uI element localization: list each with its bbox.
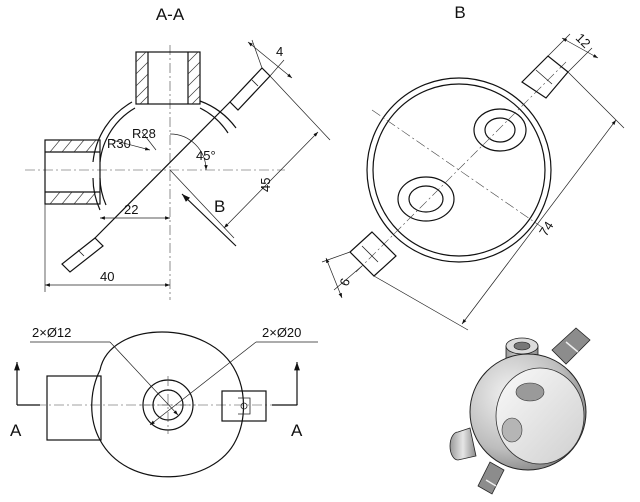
plan-right-tab-hole bbox=[240, 402, 248, 410]
label-r30: R30 bbox=[107, 136, 131, 151]
view-arrow-b bbox=[181, 193, 237, 247]
aux-view-title: B bbox=[454, 3, 465, 22]
iso-left-boss bbox=[449, 427, 477, 461]
aux-upper-tab bbox=[521, 55, 569, 99]
isometric-view bbox=[449, 327, 591, 495]
dim-74-ext-b bbox=[373, 275, 469, 331]
dim-45-label: 45 bbox=[258, 178, 273, 192]
angle-45-arc bbox=[169, 133, 208, 171]
dim-22-label: 22 bbox=[124, 202, 138, 217]
cut-label-left: A bbox=[10, 421, 22, 440]
dim-6-label: 6 bbox=[336, 276, 353, 288]
iso-inner-boss bbox=[515, 382, 545, 402]
aux-upper-tab-slot bbox=[535, 69, 553, 85]
leader-r28 bbox=[141, 131, 157, 151]
top-boss-outline bbox=[135, 51, 201, 105]
dim-6-line bbox=[325, 257, 343, 299]
view-arrow-b-label: B bbox=[214, 197, 225, 216]
dim-4-label: 4 bbox=[276, 44, 283, 59]
aux-lower-tab-slot bbox=[361, 245, 379, 263]
shell-inner-arc-right bbox=[199, 107, 229, 134]
shell-outer-arc-left bbox=[92, 101, 133, 163]
left-boss-outline bbox=[44, 139, 101, 205]
plan-left-boss bbox=[46, 375, 102, 441]
cut-label-right: A bbox=[291, 421, 303, 440]
section-view-a-a: 4 45 45° R30 R28 B 22 40 bbox=[25, 39, 331, 300]
aux-cross-centerline bbox=[371, 109, 547, 231]
plan-right-tab bbox=[221, 390, 267, 422]
dim-12-ext-b bbox=[567, 47, 593, 73]
plan-right-tab-slot bbox=[238, 397, 251, 415]
shell-inner-arc-left bbox=[99, 107, 136, 163]
aux-shell-outer bbox=[366, 77, 552, 263]
plan-view: A A 2×Ø12 2×Ø20 bbox=[10, 325, 318, 478]
dim-40-label: 40 bbox=[100, 269, 114, 284]
angle-45-label: 45° bbox=[196, 148, 216, 163]
leader-r30 bbox=[111, 139, 151, 151]
dim-12-label: 12 bbox=[573, 30, 594, 51]
aux-boss-lower bbox=[397, 176, 455, 222]
aux-view-b: 12 74 6 bbox=[321, 30, 625, 331]
top-boss-hatch-left bbox=[135, 51, 149, 105]
upper-tab-slot bbox=[251, 79, 259, 87]
iso-lower-tab bbox=[477, 461, 505, 495]
label-r28: R28 bbox=[132, 126, 156, 141]
label-2x-d20: 2×Ø20 bbox=[262, 325, 301, 340]
aux-boss-upper bbox=[473, 108, 527, 152]
aux-diagonal-centerline bbox=[355, 61, 567, 273]
left-boss-hatch bbox=[49, 139, 97, 205]
shell-inner-arc-lower bbox=[99, 177, 107, 206]
dim-12-line bbox=[561, 37, 599, 59]
iso-top-boss-bore bbox=[513, 341, 531, 351]
inclined-face-line bbox=[94, 101, 231, 239]
iso-shell-interior bbox=[495, 367, 585, 465]
lower-tab bbox=[61, 237, 104, 273]
dim-45-ext-b bbox=[169, 169, 235, 239]
lower-tab-slot bbox=[77, 249, 85, 257]
iso-inner-bore bbox=[501, 417, 523, 443]
aux-lower-tab bbox=[349, 231, 397, 277]
dim-45-ext-a bbox=[269, 75, 331, 141]
dim-4-line bbox=[247, 41, 293, 79]
aux-boss-lower-bore bbox=[408, 185, 444, 213]
dim-6-ext-a bbox=[321, 251, 351, 263]
dim-74-label: 74 bbox=[536, 219, 556, 239]
shell-outer-arc-lower bbox=[92, 177, 101, 211]
iso-lower-tab-slot bbox=[485, 479, 497, 487]
dim-74-line bbox=[461, 119, 617, 325]
dim-4-ext-a bbox=[251, 39, 263, 69]
iso-upper-tab-slot bbox=[565, 341, 579, 353]
leader-d12-arrow bbox=[109, 341, 179, 416]
dim-74-ext-a bbox=[567, 71, 625, 129]
dim-45-line bbox=[223, 131, 319, 229]
dim-12-ext-a bbox=[547, 33, 571, 57]
plan-body-outline bbox=[91, 331, 245, 478]
upper-tab bbox=[229, 67, 271, 111]
section-view-title: A-A bbox=[156, 5, 185, 24]
label-2x-d12: 2×Ø12 bbox=[32, 325, 71, 340]
top-boss-hatch-right bbox=[187, 51, 201, 105]
dim-4-ext-b bbox=[269, 59, 285, 77]
leader-d20-arrow bbox=[149, 341, 257, 426]
aux-shell-inner bbox=[372, 83, 546, 257]
